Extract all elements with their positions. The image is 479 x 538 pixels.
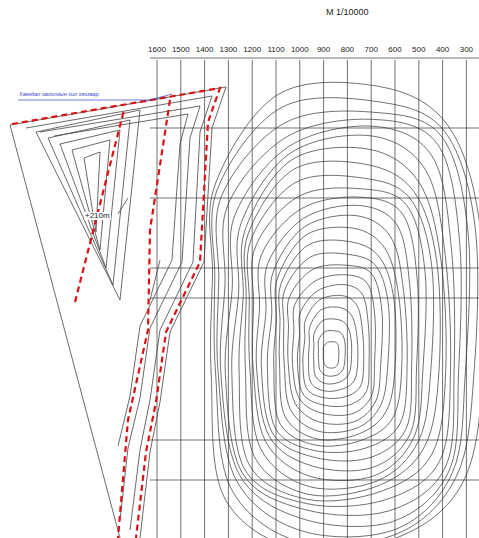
pit-contour	[287, 265, 382, 425]
grid-line	[442, 60, 443, 538]
pit-contour	[244, 161, 440, 496]
grid-coordinate: 300	[460, 46, 473, 54]
open-pit-contours	[210, 82, 479, 538]
pit-contour	[239, 147, 446, 501]
grid-coordinate: 600	[388, 46, 401, 54]
pit-contour	[216, 111, 470, 537]
grid-coordinate: 1300	[220, 46, 238, 54]
pit-contour	[313, 319, 351, 384]
pit-contour	[247, 175, 433, 489]
pit-contour	[308, 307, 357, 391]
grid-line	[150, 58, 479, 59]
grid-coordinate: 1200	[243, 46, 261, 54]
grid-coordinate: 1600	[148, 46, 166, 54]
pit-contour	[279, 240, 396, 440]
grid-line	[371, 60, 372, 538]
pit-contour	[252, 188, 426, 481]
grid-coordinate: 900	[317, 46, 330, 54]
grid-line	[150, 198, 479, 199]
grid-coordinate: 700	[365, 46, 378, 54]
elevation-label: +210m	[84, 212, 111, 220]
pit-contour	[283, 253, 390, 433]
pit-contour	[318, 330, 345, 376]
grid-line	[150, 440, 479, 441]
grid-line	[395, 60, 396, 538]
grid-coordinate: 1500	[172, 46, 190, 54]
map-scale: M 1/10000	[326, 8, 369, 17]
coordinate-grid	[150, 58, 479, 538]
grid-coordinate: 400	[436, 46, 449, 54]
grid-coordinate: 1000	[291, 46, 309, 54]
grid-line	[466, 60, 467, 538]
grid-line	[150, 480, 479, 481]
boundary-dashed	[12, 88, 220, 538]
pit-contour	[261, 205, 412, 461]
boundary-note: Хаягдал овоолгын хил хязгаар	[19, 92, 99, 98]
pit-contour	[274, 227, 402, 446]
pit-contour	[323, 342, 339, 368]
grid-line	[150, 298, 479, 299]
grid-coordinate: 800	[341, 46, 354, 54]
grid-line	[228, 60, 229, 538]
grid-coordinate: 500	[412, 46, 425, 54]
grid-coordinate: 1100	[267, 46, 284, 54]
pit-contour	[232, 135, 451, 506]
grid-line	[347, 60, 348, 538]
pit-contour	[220, 119, 461, 526]
grid-line	[299, 60, 300, 538]
pit-contour	[292, 275, 375, 416]
grid-coordinate: 1400	[196, 46, 214, 54]
grid-line	[204, 60, 205, 538]
pit-contour	[225, 126, 455, 515]
grid-line	[180, 60, 181, 538]
grid-line	[150, 128, 479, 129]
pit-contour	[267, 215, 407, 452]
pit-contour	[297, 285, 369, 407]
pit-contour	[212, 98, 478, 538]
grid-line	[157, 60, 158, 538]
waste-dump-contours	[10, 87, 226, 538]
pit-contour	[303, 295, 364, 398]
pit-contour	[256, 197, 418, 471]
pit-contour	[210, 82, 479, 538]
